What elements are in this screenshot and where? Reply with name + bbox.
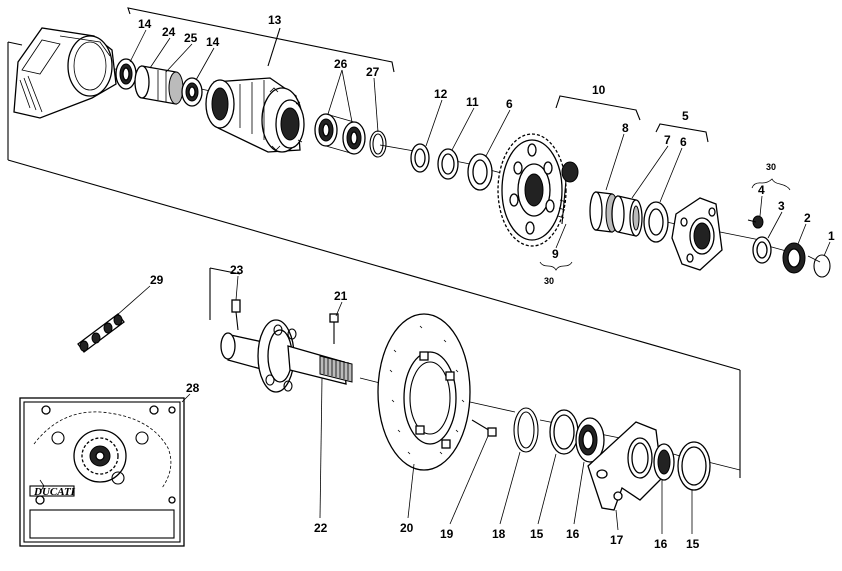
spacer-7	[611, 195, 643, 237]
label-9: 9	[552, 247, 559, 261]
bracket-5	[655, 123, 709, 143]
nut-2	[782, 242, 806, 274]
inset-sprocket-cover-28: DUCATI	[19, 397, 185, 547]
label-2: 2	[804, 211, 811, 225]
bolt-19	[471, 419, 497, 437]
label-15-right: 15	[686, 537, 700, 551]
leader-lines	[115, 29, 831, 534]
label-12: 12	[434, 87, 448, 101]
label-30-bottom: 30	[544, 276, 554, 286]
clip-1	[813, 254, 831, 278]
label-24: 24	[162, 25, 176, 39]
stud-4	[747, 215, 764, 229]
washer-3	[752, 236, 772, 264]
label-16-left: 16	[566, 527, 580, 541]
seal-15-left	[549, 409, 579, 455]
label-22: 22	[314, 521, 328, 535]
label-10: 10	[592, 83, 606, 97]
washer-12	[410, 143, 430, 173]
ducati-logo: DUCATI	[33, 486, 76, 498]
label-29: 29	[150, 273, 164, 287]
label-25: 25	[184, 31, 198, 45]
spacer-24-25	[134, 65, 184, 105]
rear-hub-axle-22	[220, 319, 353, 393]
bearings-26	[314, 113, 366, 155]
washer-6-lower	[643, 201, 669, 243]
cush-drive-hub-13	[205, 77, 305, 153]
label-11: 11	[466, 95, 479, 109]
washer-11	[437, 148, 459, 180]
label-16-right: 16	[654, 537, 668, 551]
bracket-10	[555, 95, 641, 121]
brake-disc-20	[377, 313, 471, 471]
assembly-frame	[7, 41, 741, 478]
label-28: 28	[186, 381, 200, 395]
chain-guard-housing	[13, 27, 117, 119]
label-26: 26	[334, 57, 348, 71]
label-23: 23	[230, 263, 244, 277]
circlip-27	[369, 130, 387, 158]
label-6-lower: 6	[680, 135, 687, 149]
bearing-16-left	[575, 417, 605, 463]
rear-sprocket-10	[497, 133, 567, 247]
label-7: 7	[664, 133, 671, 147]
circlip-18	[513, 407, 539, 453]
chain-link-29	[77, 313, 125, 353]
caliper-bracket-17	[587, 421, 663, 511]
seal-15-right	[677, 441, 711, 491]
label-13: 13	[268, 13, 282, 27]
bracket-13	[127, 7, 395, 73]
brace-30-top	[751, 178, 791, 191]
label-21: 21	[334, 289, 348, 303]
label-17: 17	[610, 533, 624, 547]
label-14-right: 14	[206, 35, 220, 49]
label-6-upper: 6	[506, 97, 513, 111]
label-4: 4	[758, 183, 765, 197]
sprocket-nut-9	[557, 161, 579, 225]
label-19: 19	[440, 527, 454, 541]
callout-labels: 14 24 25 14 13 26 27 12 11 6 10 8 7 6 5 …	[138, 13, 835, 551]
label-14-left: 14	[138, 17, 152, 31]
label-20: 20	[400, 521, 414, 535]
brace-30-bottom	[539, 261, 573, 271]
label-8: 8	[622, 121, 629, 135]
label-1: 1	[828, 229, 835, 243]
label-15-left: 15	[530, 527, 544, 541]
bolt-21	[329, 313, 339, 344]
label-30-top: 30	[766, 162, 776, 172]
label-5: 5	[682, 109, 689, 123]
flange-5	[671, 197, 723, 271]
bearing-14-right	[181, 77, 203, 107]
washer-6-upper	[467, 153, 493, 191]
label-3: 3	[778, 199, 785, 213]
bearing-16-right	[653, 443, 675, 481]
bearing-14-left	[115, 58, 137, 90]
label-18: 18	[492, 527, 506, 541]
bolt-23	[231, 299, 241, 331]
label-27: 27	[366, 65, 380, 79]
